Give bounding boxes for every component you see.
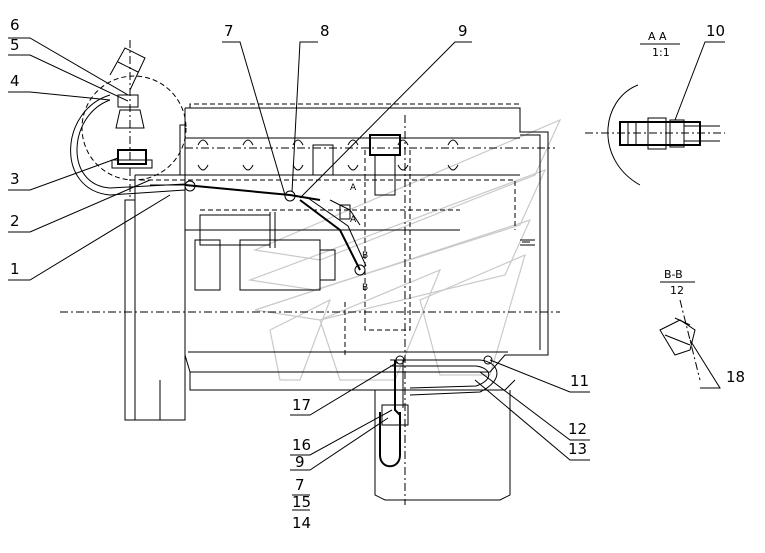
turbo-housing [81,47,187,181]
center-lines [60,40,725,505]
section-a-title: A A [648,30,667,43]
callout-13: 13 [568,440,587,458]
callout-9-bottom: 9 [295,453,305,471]
callout-9-top: 9 [458,22,468,40]
section-a-scale: 1:1 [652,46,670,59]
callout-16: 16 [292,436,311,454]
return-pipe [379,355,498,468]
callout-12: 12 [568,420,587,438]
callout-7-top: 7 [224,22,234,40]
callout-15: 15 [292,493,311,511]
section-b-scale: 12 [670,284,684,297]
engine-block [124,107,549,501]
callout-8: 8 [320,22,330,40]
callout-6: 6 [10,16,20,34]
section-marker-a2: A [350,215,357,225]
hidden-lines [140,103,520,355]
leader-lines [8,37,725,511]
callout-3: 3 [10,170,20,188]
starter-motor [194,212,336,291]
callout-17: 17 [292,396,311,414]
section-marker-b: B [362,251,368,261]
oil-feed-pipe [70,94,367,276]
section-marker-a: A [350,183,357,193]
callout-11: 11 [570,372,589,390]
callout-4: 4 [10,72,20,90]
callout-1: 1 [10,260,20,278]
injector-row [197,134,459,196]
callout-7-bottom: 7 [295,476,305,494]
section-b-title: B-B [664,268,683,281]
callout-14: 14 [292,514,311,532]
callout-5: 5 [10,36,20,54]
callout-18: 18 [726,368,745,386]
callout-2: 2 [10,212,20,230]
section-marker-b2: B [362,283,368,293]
detail-a-a [607,43,720,186]
callout-10: 10 [706,22,725,40]
detail-b-b [659,281,696,356]
